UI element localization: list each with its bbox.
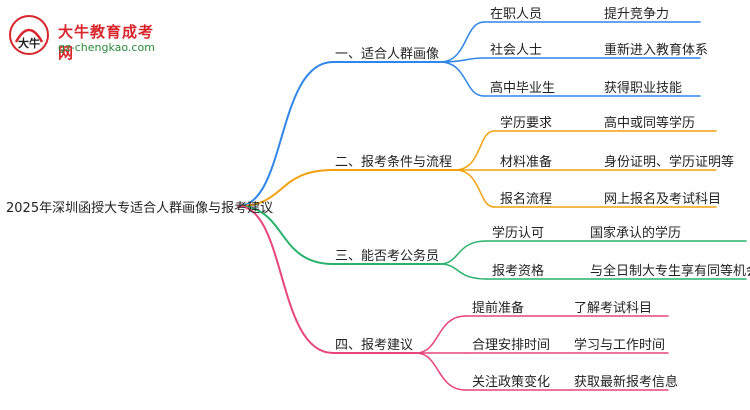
item-value: 国家承认的学历	[590, 226, 682, 241]
child-curve	[439, 61, 485, 97]
item-key: 合理安排时间	[472, 338, 551, 353]
child-curve	[454, 169, 495, 208]
item-value: 获取最新报考信息	[574, 375, 679, 390]
item-value: 提升竞争力	[604, 7, 670, 22]
item-key: 学历要求	[500, 116, 553, 131]
root-topic: 2025年深圳函授大专适合人群画像与报考建议	[6, 201, 274, 216]
item-value: 高中或同等学历	[604, 116, 696, 131]
logo-emblem-icon: 大牛	[9, 15, 49, 55]
svg-text:大牛: 大牛	[18, 36, 40, 50]
item-value: 重新进入教育体系	[604, 43, 709, 58]
child-curve	[415, 315, 467, 354]
category-label: 二、报考条件与流程	[335, 155, 453, 170]
branch-curve	[237, 205, 334, 354]
item-key: 学历认可	[492, 226, 545, 241]
child-curve	[439, 263, 487, 280]
item-value: 网上报名及考试科目	[604, 192, 722, 207]
child-curve	[415, 352, 467, 391]
child-curve	[439, 240, 487, 265]
branch-curve	[237, 205, 334, 265]
logo-url[interactable]: gz-chengkao.com	[58, 41, 155, 54]
item-key: 报名流程	[500, 192, 553, 207]
item-key: 材料准备	[500, 155, 553, 170]
item-key: 关注政策变化	[472, 375, 551, 390]
child-curve	[454, 130, 495, 171]
item-key: 提前准备	[472, 301, 525, 316]
item-key: 高中毕业生	[490, 81, 556, 96]
category-label: 一、适合人群画像	[335, 47, 440, 62]
item-value: 了解考试科目	[574, 301, 653, 316]
item-value: 身份证明、学历证明等	[604, 155, 735, 170]
item-value: 与全日制大专生享有同等机会	[590, 264, 750, 279]
child-curve	[439, 21, 485, 63]
logo-title: 大牛教育成考网	[58, 23, 155, 62]
item-value: 获得职业技能	[604, 81, 683, 96]
category-label: 三、能否考公务员	[335, 249, 440, 264]
item-value: 学习与工作时间	[574, 338, 666, 353]
item-key: 在职人员	[490, 7, 543, 22]
branch-curve	[237, 61, 334, 207]
branch-curve	[237, 169, 334, 207]
category-label: 四、报考建议	[335, 338, 414, 353]
item-key: 报考资格	[492, 264, 545, 279]
item-key: 社会人士	[490, 43, 543, 58]
site-logo[interactable]: 大牛 大牛教育成考网 gz-chengkao.com	[8, 14, 168, 62]
child-curve	[439, 57, 485, 63]
